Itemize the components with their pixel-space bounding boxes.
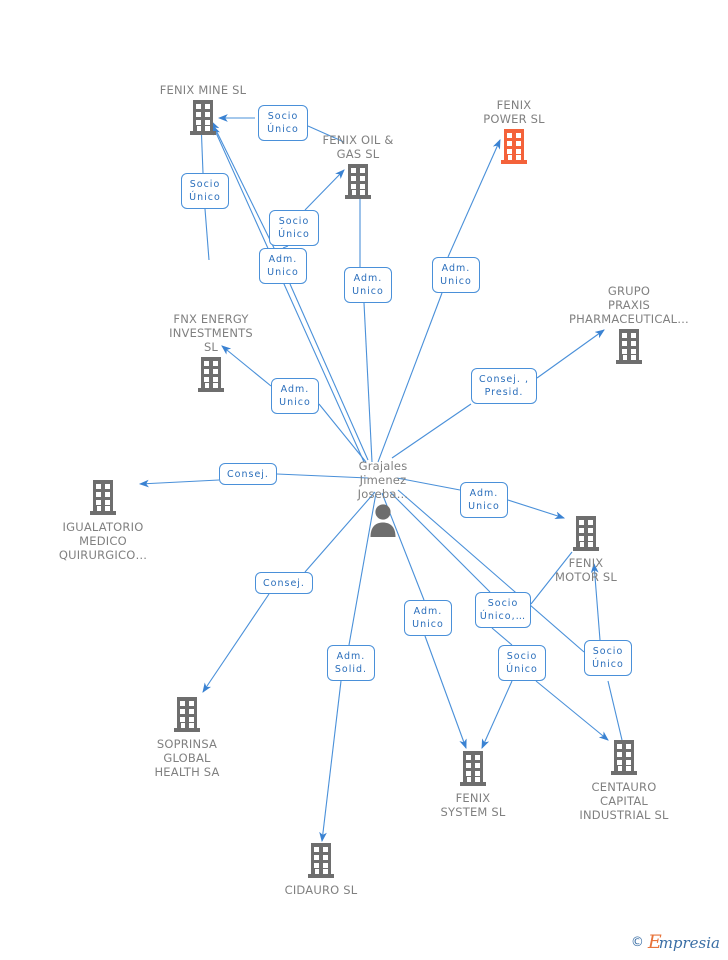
building-icon — [198, 357, 224, 392]
node-igualatorio[interactable]: IGUALATORIO MEDICO QUIRURGICO… — [33, 479, 173, 562]
person-icon-wrap — [368, 503, 398, 537]
node-label: FENIX POWER SL — [483, 98, 545, 126]
edge-person-to-r6 — [377, 292, 443, 463]
edge-r12-to-fenix_system — [424, 635, 467, 750]
relation-label[interactable]: Adm. Solid. — [327, 645, 375, 681]
relation-label[interactable]: Socio Único — [269, 210, 319, 246]
relation-label[interactable]: Adm. Unico — [344, 267, 392, 303]
empresia-watermark: © Empresia — [631, 933, 720, 952]
node-fenix_motor[interactable]: FENIX MOTOR SL — [516, 515, 656, 584]
node-label: FENIX MINE SL — [159, 83, 247, 97]
building-icon-wrap — [499, 128, 529, 166]
building-icon-wrap — [306, 842, 336, 880]
relation-label[interactable]: Adm. Unico — [259, 248, 307, 284]
node-label: IGUALATORIO MEDICO QUIRURGICO… — [58, 520, 148, 562]
building-icon-wrap — [88, 479, 118, 517]
building-icon — [308, 843, 334, 878]
building-icon-wrap — [196, 356, 226, 394]
building-icon-wrap — [614, 328, 644, 366]
edge-r15-to-centauro — [535, 680, 609, 741]
node-person[interactable]: Grajales Jimenez Joseba… — [313, 459, 453, 537]
relation-label[interactable]: Adm. Unico — [460, 482, 508, 518]
relation-label[interactable]: Adm. Unico — [432, 257, 480, 293]
edge-person-to-r8 — [391, 403, 472, 459]
relation-label[interactable]: Socio Único — [181, 173, 229, 209]
building-icon — [611, 740, 637, 775]
copyright-symbol: © — [630, 935, 644, 950]
node-label: FENIX MOTOR SL — [554, 556, 617, 584]
building-icon-wrap — [188, 99, 218, 137]
brand-initial: E — [647, 931, 662, 953]
building-icon — [190, 100, 216, 135]
building-icon-wrap — [571, 515, 601, 553]
edge-person-to-r4 — [289, 283, 369, 461]
building-icon — [90, 480, 116, 515]
node-fenix_power[interactable]: FENIX POWER SL — [444, 98, 584, 166]
building-icon — [460, 751, 486, 786]
edge-person-to-r7 — [318, 403, 367, 463]
edge-person-to-r5 — [363, 302, 373, 463]
node-soprinsa[interactable]: SOPRINSA GLOBAL HEALTH SA — [117, 696, 257, 779]
brand-name: mpresia — [658, 934, 720, 952]
relation-label[interactable]: Socio Único — [258, 105, 308, 141]
building-icon-wrap — [172, 696, 202, 734]
building-icon-wrap — [458, 750, 488, 788]
node-label: FENIX SYSTEM SL — [440, 791, 506, 819]
building-icon — [501, 129, 527, 164]
edge-r14-to-cidauro — [319, 680, 342, 843]
relation-label[interactable]: Consej. — [255, 572, 313, 594]
building-icon — [616, 329, 642, 364]
node-fnx_energy[interactable]: FNX ENERGY INVESTMENTS SL — [141, 312, 281, 394]
node-label: GRUPO PRAXIS PHARMACEUTICAL… — [569, 284, 689, 326]
building-icon-wrap — [343, 163, 373, 201]
relation-label[interactable]: Socio Único — [498, 645, 546, 681]
building-icon — [174, 697, 200, 732]
node-fenix_oil[interactable]: FENIX OIL & GAS SL — [288, 133, 428, 201]
relation-label[interactable]: Adm. Unico — [404, 600, 452, 636]
node-fenix_system[interactable]: FENIX SYSTEM SL — [403, 750, 543, 819]
relation-label[interactable]: Socio Único,… — [475, 592, 531, 628]
node-label: FENIX OIL & GAS SL — [322, 133, 394, 161]
relation-label[interactable]: Consej. — [219, 463, 277, 485]
node-label: CIDAURO SL — [284, 883, 358, 897]
node-centauro[interactable]: CENTAURO CAPITAL INDUSTRIAL SL — [554, 739, 694, 822]
node-label: CENTAURO CAPITAL INDUSTRIAL SL — [579, 780, 669, 822]
person-icon — [370, 504, 396, 537]
edge-r16-to-centauro — [607, 680, 623, 741]
node-label: SOPRINSA GLOBAL HEALTH SA — [154, 737, 220, 779]
relation-label[interactable]: Socio Único — [584, 640, 632, 676]
node-label: FNX ENERGY INVESTMENTS SL — [169, 312, 253, 354]
relation-label[interactable]: Adm. Unico — [271, 378, 319, 414]
relation-label[interactable]: Consej. , Presid. — [471, 368, 537, 404]
edge-r13-to-r15 — [491, 627, 513, 646]
edge-r11-to-soprinsa — [202, 593, 270, 693]
node-cidauro[interactable]: CIDAURO SL — [251, 842, 391, 897]
edge-r15-to-fenix_system — [481, 680, 513, 750]
building-icon — [345, 164, 371, 199]
building-icon-wrap — [609, 739, 639, 777]
node-fenix_mine[interactable]: FENIX MINE SL — [133, 83, 273, 137]
building-icon — [573, 516, 599, 551]
node-grupo_praxis[interactable]: GRUPO PRAXIS PHARMACEUTICAL… — [559, 284, 699, 366]
edge-fnx_energy-to-r2 — [204, 208, 210, 261]
node-label: Grajales Jimenez Joseba… — [357, 459, 409, 501]
